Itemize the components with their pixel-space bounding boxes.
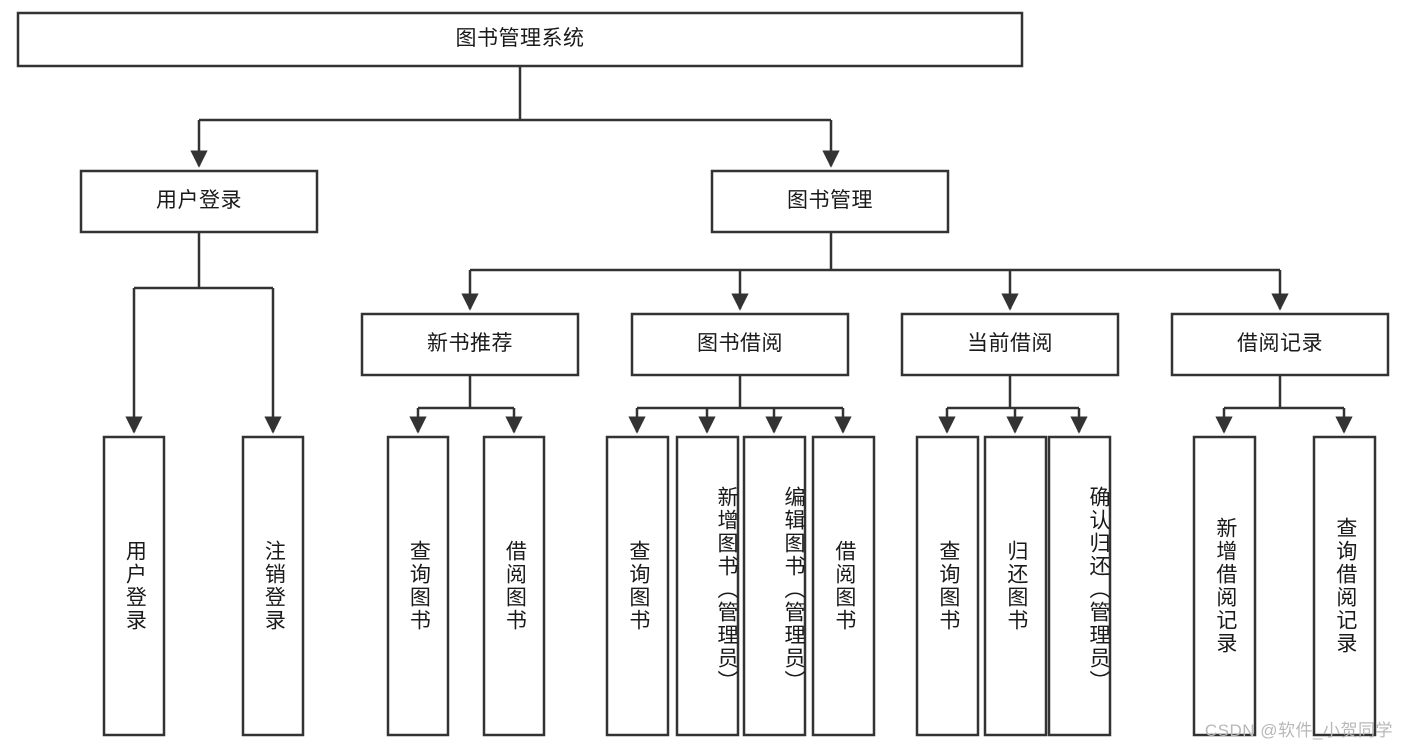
node-box-current-borrow[interactable]: [900, 312, 1120, 377]
node-box-leaf-return-books[interactable]: [983, 435, 1048, 737]
node-box-leaf-query-books-b[interactable]: [605, 435, 670, 737]
node-box-leaf-borrow-books-b[interactable]: [811, 435, 876, 737]
node-box-book-borrow[interactable]: [630, 312, 850, 377]
node-box-book-management[interactable]: [710, 169, 950, 234]
connector-lines-group: [125, 66, 1353, 434]
node-box-leaf-add-book-admin[interactable]: [675, 435, 740, 737]
node-box-leaf-user-login[interactable]: [102, 435, 166, 737]
node-box-root[interactable]: [16, 11, 1024, 68]
node-box-leaf-query-books-a[interactable]: [386, 435, 450, 737]
node-box-leaf-confirm-return-admin[interactable]: [1047, 435, 1112, 737]
node-box-leaf-logout-login[interactable]: [241, 435, 305, 737]
node-box-leaf-edit-book-admin[interactable]: [742, 435, 807, 737]
node-box-leaf-query-borrow-record[interactable]: [1312, 435, 1377, 737]
csdn-watermark: CSDN @软件_小贺同学: [1204, 721, 1393, 740]
node-box-leaf-borrow-books-a[interactable]: [482, 435, 546, 737]
node-box-leaf-add-borrow-record[interactable]: [1192, 435, 1257, 737]
node-box-leaf-query-books-c[interactable]: [915, 435, 980, 737]
node-box-user-login[interactable]: [79, 169, 319, 234]
node-box-borrow-record[interactable]: [1170, 312, 1390, 377]
node-boxes-group: [16, 11, 1390, 737]
node-box-new-book-recommend[interactable]: [360, 312, 580, 377]
